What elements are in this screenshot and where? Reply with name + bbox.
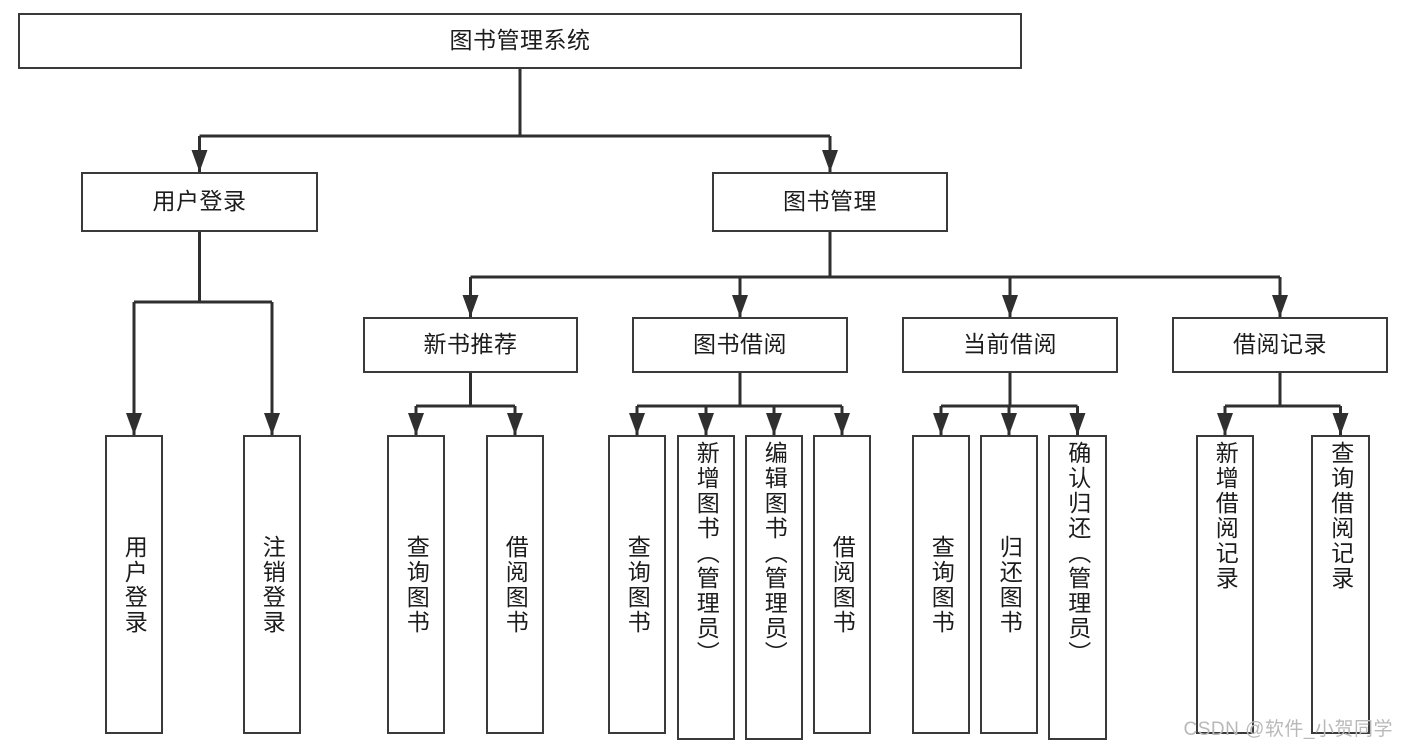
node-label-leaf-borrow-book-2: 借阅图书	[829, 534, 856, 635]
node-label-leaf-query-book-2: 查询图书	[624, 534, 651, 635]
arrowhead-leaf-borrow-book-2	[834, 413, 850, 435]
arrowhead-leaf-edit-book	[766, 413, 782, 435]
arrowhead-leaf-borrow-book-1	[507, 413, 523, 435]
node-leaf-confirm-return: 确认归还（管理员）	[1048, 435, 1107, 740]
node-label-book-borrow: 图书借阅	[693, 331, 787, 358]
node-book-borrow: 图书借阅	[632, 317, 848, 373]
watermark-label: CSDN @软件_小贺同学	[1183, 719, 1393, 740]
node-leaf-query-book-1: 查询图书	[387, 435, 445, 734]
node-leaf-add-record: 新增借阅记录	[1196, 435, 1254, 734]
node-label-new-book-rec: 新书推荐	[423, 331, 518, 358]
arrowhead-user-login	[191, 150, 208, 172]
node-book-manage: 图书管理	[712, 172, 948, 232]
node-label-book-manage: 图书管理	[783, 188, 877, 215]
node-leaf-return-book: 归还图书	[980, 435, 1038, 734]
node-leaf-borrow-book-1: 借阅图书	[486, 435, 544, 734]
arrowhead-leaf-add-record	[1217, 413, 1233, 435]
node-leaf-query-book-3: 查询图书	[912, 435, 970, 734]
node-new-book-rec: 新书推荐	[363, 317, 578, 373]
arrowhead-leaf-return-book	[1001, 413, 1017, 435]
node-leaf-add-book: 新增图书（管理员）	[677, 435, 735, 740]
arrowhead-leaf-query-book-2	[629, 413, 645, 435]
arrowhead-borrow-record	[1272, 295, 1288, 317]
node-label-current-borrow: 当前借阅	[963, 331, 1057, 358]
node-current-borrow: 当前借阅	[902, 317, 1118, 373]
node-label-leaf-add-record: 新增借阅记录	[1212, 441, 1239, 591]
arrowhead-current-borrow	[1002, 295, 1018, 317]
node-label-user-login: 用户登录	[152, 188, 247, 215]
node-borrow-record: 借阅记录	[1172, 317, 1388, 373]
node-label-root: 图书管理系统	[449, 27, 591, 54]
node-leaf-user-logout: 注销登录	[243, 435, 301, 734]
arrowhead-book-manage	[822, 150, 838, 172]
node-label-leaf-query-book-3: 查询图书	[928, 534, 955, 635]
node-label-leaf-user-logout: 注销登录	[259, 534, 286, 635]
arrowhead-new-book-rec	[462, 295, 479, 317]
node-label-leaf-borrow-book-1: 借阅图书	[502, 534, 529, 635]
node-user-login: 用户登录	[81, 172, 318, 232]
arrowhead-leaf-query-book-1	[408, 413, 424, 435]
node-root: 图书管理系统	[18, 13, 1022, 69]
node-label-leaf-edit-book: 编辑图书（管理员）	[761, 441, 788, 666]
node-leaf-edit-book: 编辑图书（管理员）	[745, 435, 803, 740]
node-label-leaf-query-book-1: 查询图书	[403, 534, 430, 635]
node-label-leaf-add-book: 新增图书（管理员）	[693, 441, 720, 666]
node-label-borrow-record: 借阅记录	[1233, 331, 1327, 358]
arrowhead-leaf-user-logout	[264, 413, 280, 435]
node-leaf-query-record: 查询借阅记录	[1311, 435, 1370, 734]
arrowhead-leaf-add-book	[698, 413, 714, 435]
arrowhead-leaf-query-record	[1332, 413, 1349, 435]
node-label-leaf-user-login: 用户登录	[121, 534, 148, 635]
node-label-leaf-confirm-return: 确认归还（管理员）	[1064, 441, 1091, 666]
arrowhead-leaf-user-login	[126, 413, 142, 435]
node-label-leaf-return-book: 归还图书	[996, 534, 1023, 635]
node-label-leaf-query-record: 查询借阅记录	[1327, 441, 1354, 591]
node-leaf-query-book-2: 查询图书	[608, 435, 666, 734]
arrowhead-leaf-confirm-return	[1069, 413, 1086, 435]
arrowhead-leaf-query-book-3	[933, 413, 949, 435]
arrowhead-book-borrow	[732, 295, 748, 317]
node-leaf-user-login: 用户登录	[105, 435, 163, 734]
node-leaf-borrow-book-2: 借阅图书	[813, 435, 871, 734]
